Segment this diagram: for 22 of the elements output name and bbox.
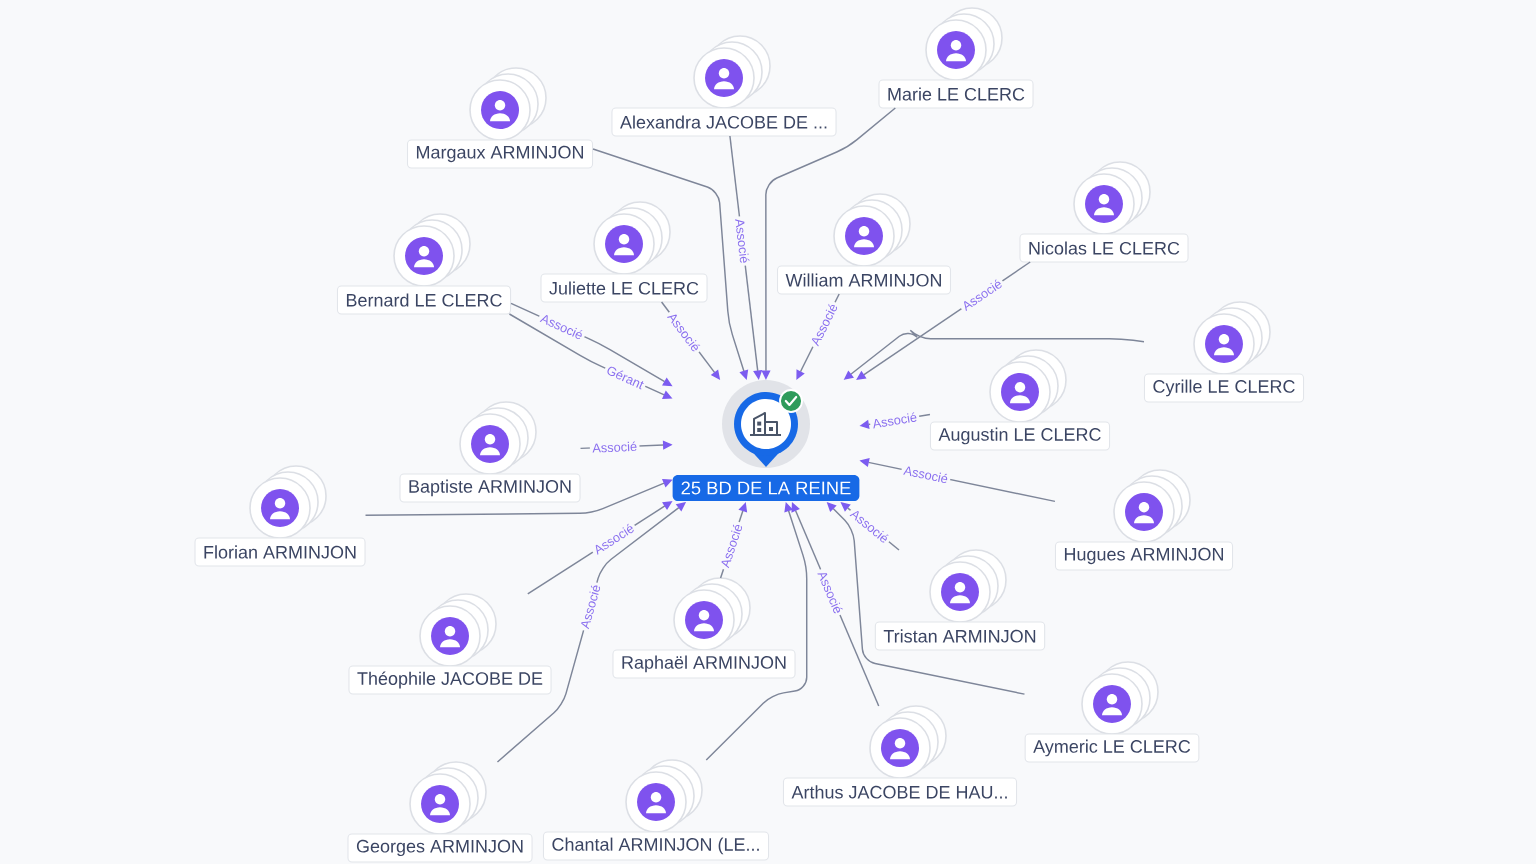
name-label: Cyrille LE CLERC (1143, 373, 1305, 403)
name-label: Baptiste ARMINJON (399, 473, 581, 503)
name-label: Margaux ARMINJON (406, 139, 594, 169)
name-label: William ARMINJON (777, 265, 952, 295)
name-label: Arthus JACOBE DE HAU... (782, 777, 1018, 807)
name-label: Augustin LE CLERC (929, 421, 1111, 451)
name-label: Marie LE CLERC (878, 79, 1034, 109)
name-label: Georges ARMINJON (347, 833, 533, 863)
name-label: Hugues ARMINJON (1054, 541, 1234, 571)
name-label: Aymeric LE CLERC (1024, 733, 1200, 763)
name-label: Alexandra JACOBE DE ... (611, 107, 837, 137)
connector-line (592, 148, 749, 380)
name-label: Bernard LE CLERC (336, 285, 512, 315)
name-label: Tristan ARMINJON (874, 621, 1046, 651)
name-label: Juliette LE CLERC (540, 273, 708, 303)
name-label: Florian ARMINJON (194, 537, 366, 567)
name-label: Raphaël ARMINJON (612, 649, 796, 679)
connector-line (705, 502, 808, 761)
name-label: Nicolas LE CLERC (1019, 233, 1189, 263)
name-label: Chantal ARMINJON (LE... (542, 831, 770, 861)
pin-label: 25 BD DE LA REINE (672, 475, 860, 501)
name-label: Théophile JACOBE DE (348, 665, 552, 695)
